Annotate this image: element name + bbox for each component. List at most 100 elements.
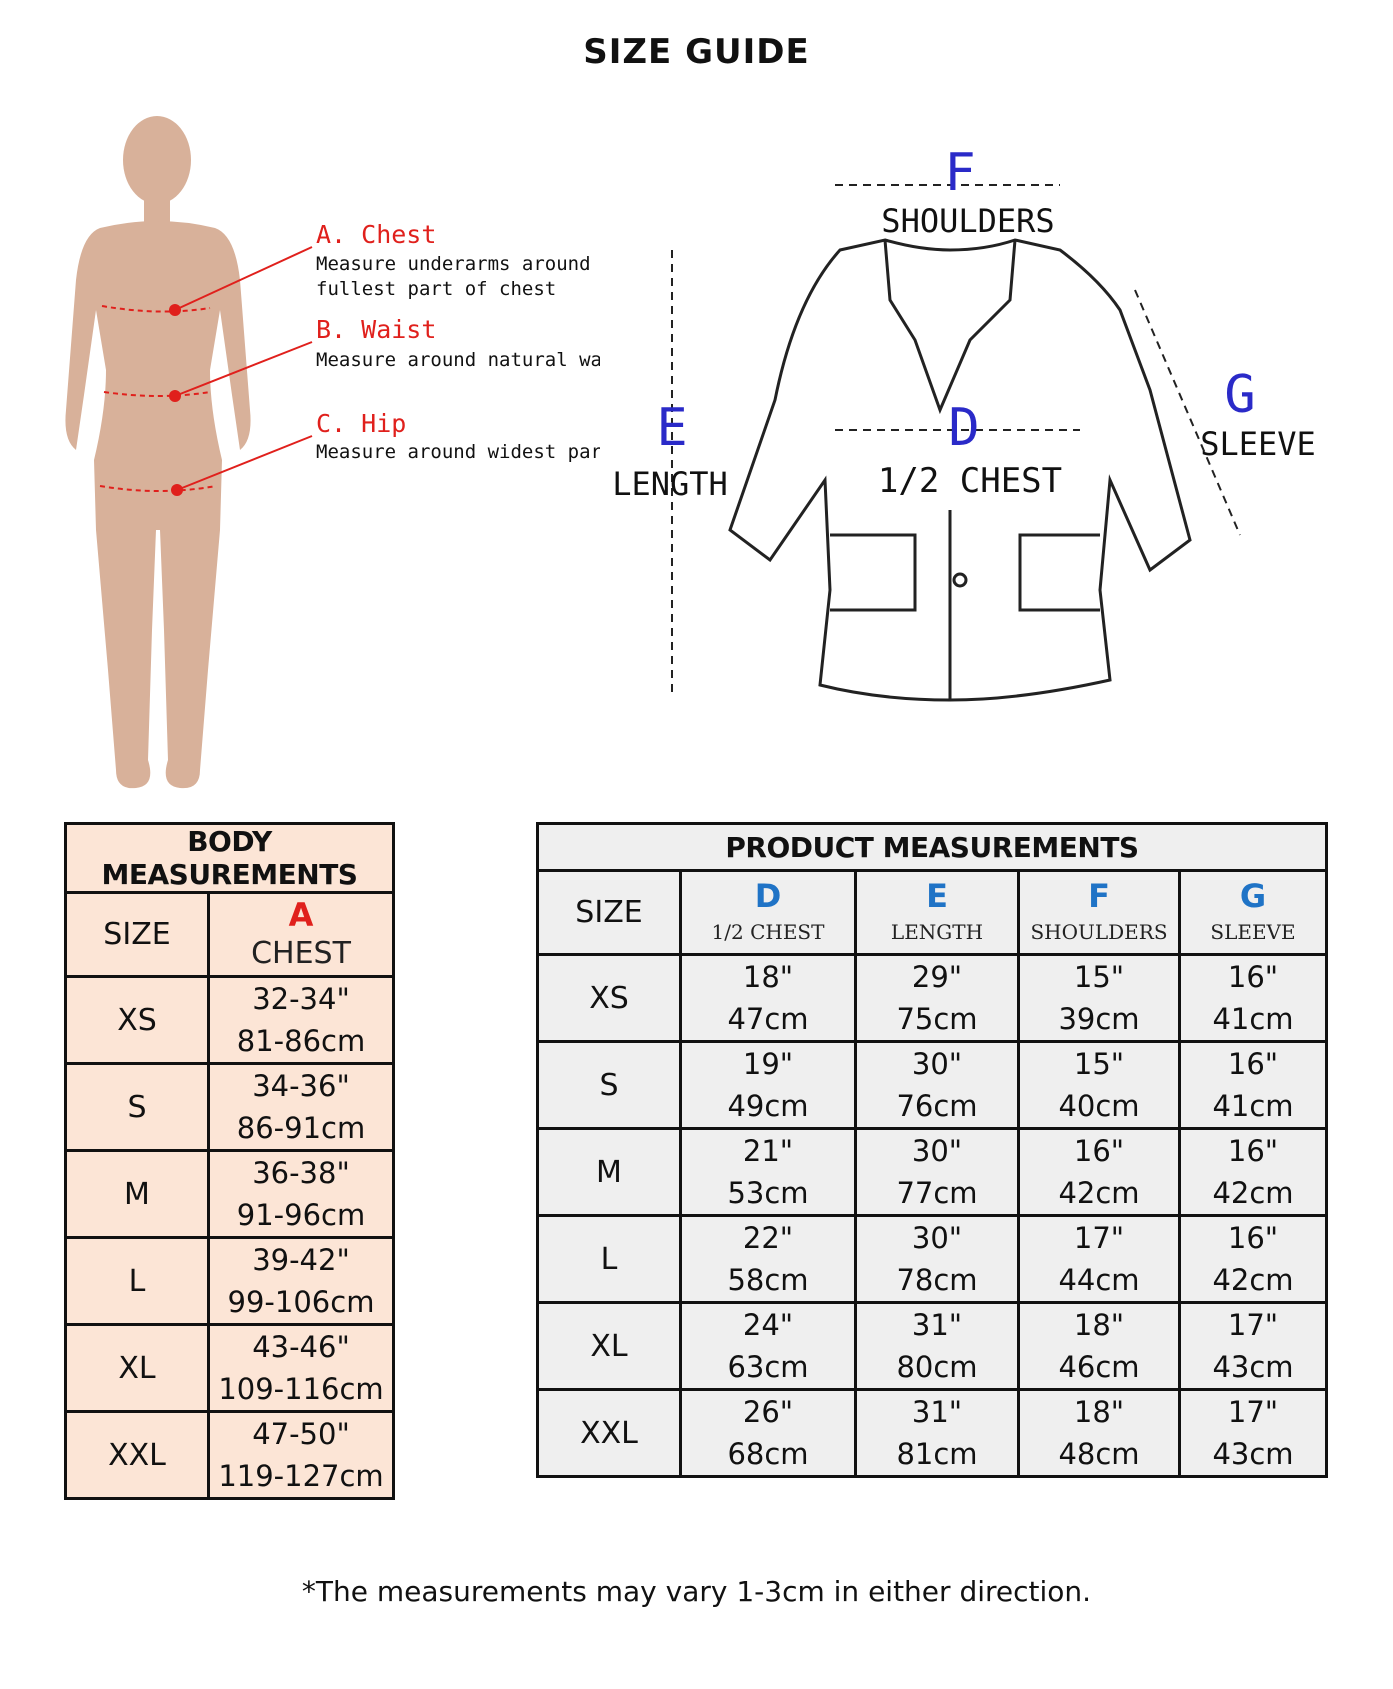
- shoulders-inch: 18": [1073, 1395, 1125, 1429]
- length-cm: 78cm: [896, 1263, 978, 1297]
- half-chest-inch: 19": [742, 1047, 794, 1081]
- shoulders-cm: 40cm: [1058, 1089, 1140, 1123]
- sleeve-cm: 42cm: [1212, 1176, 1294, 1210]
- sleeve-cm: 43cm: [1212, 1437, 1294, 1471]
- chest-cell: 47-50"119-127cm: [207, 1410, 395, 1500]
- half-chest-cell: 21"53cm: [679, 1127, 857, 1217]
- size-cell: XL: [64, 1323, 210, 1413]
- sleeve-cell: 16" 42cm: [1178, 1127, 1328, 1217]
- body-table-title: BODY MEASUREMENTS: [64, 822, 395, 894]
- waist-leader-line: [174, 341, 313, 397]
- length-cell: 31"81cm: [854, 1388, 1020, 1478]
- sleeve-cm: 43cm: [1212, 1350, 1294, 1384]
- length-cell: 31" 80cm: [854, 1301, 1020, 1391]
- col-letter-d: D: [754, 876, 782, 915]
- size-cell: M: [536, 1127, 682, 1217]
- length-inch: 30": [911, 1134, 963, 1168]
- shoulders-cell: 18"46cm: [1017, 1301, 1181, 1391]
- chest-inch: 36-38": [252, 1156, 350, 1190]
- waist-note-line1: Measure around natural waist: [316, 349, 600, 371]
- waist-heading: B. Waist: [316, 315, 436, 344]
- half-chest-cell: 22"58cm: [679, 1214, 857, 1304]
- size-cell: S: [64, 1062, 210, 1152]
- half-chest-inch: 21": [742, 1134, 794, 1168]
- chest-letter: A: [288, 895, 314, 934]
- hip-measure-line: [99, 485, 217, 492]
- half-chest-cm: 68cm: [727, 1437, 809, 1471]
- body-chest-header: A CHEST: [207, 891, 395, 978]
- product-table-title: PRODUCT MEASUREMENTS: [536, 822, 1328, 872]
- col-header-e: E LENGTH: [854, 869, 1020, 956]
- size-cell: XL: [536, 1301, 682, 1391]
- jacket-outline: [728, 238, 1192, 702]
- shoulders-cm: 42cm: [1058, 1176, 1140, 1210]
- col-label-length: LENGTH: [890, 919, 984, 944]
- hip-note-line1: Measure around widest part: [316, 441, 600, 463]
- sleeve-cell: 17" 43cm: [1178, 1388, 1328, 1478]
- size-cell: XXL: [536, 1388, 682, 1478]
- sleeve-arrow: [1134, 289, 1241, 536]
- sleeve-cm: 41cm: [1212, 1089, 1294, 1123]
- shoulders-label: SHOULDERS: [881, 202, 1054, 240]
- half-chest-cell: 18"47cm: [679, 953, 857, 1043]
- sleeve-cell: 16"41cm: [1178, 953, 1328, 1043]
- shoulders-cell: 15"39cm: [1017, 953, 1181, 1043]
- chest-leader-line: [174, 246, 313, 311]
- half-chest-label: 1/2 CHEST: [878, 461, 1062, 501]
- col-letter-e: E: [926, 876, 948, 915]
- chest-inch: 34-36": [252, 1069, 350, 1103]
- size-cell: S: [536, 1040, 682, 1130]
- size-cell: XS: [536, 953, 682, 1043]
- shoulders-cell: 16"42cm: [1017, 1127, 1181, 1217]
- jacket-diagram: F E D G SHOULDERS LENGTH 1/2 CHEST SLEEV…: [612, 143, 1316, 702]
- chest-cm: 99-106cm: [227, 1285, 375, 1319]
- col-letter-g: G: [1239, 876, 1267, 915]
- sleeve-inch: 17": [1227, 1395, 1279, 1429]
- body-size-header: SIZE: [64, 891, 210, 978]
- length-cell: 30"77cm: [854, 1127, 1020, 1217]
- chest-note-line2: fullest part of chest: [316, 278, 556, 300]
- shoulders-cm: 44cm: [1058, 1263, 1140, 1297]
- chest-inch: 47-50": [252, 1417, 350, 1451]
- chest-cm: 81-86cm: [236, 1024, 366, 1058]
- size-cell: XS: [64, 975, 210, 1065]
- col-label-shoulders: SHOULDERS: [1030, 919, 1168, 944]
- length-inch: 31": [911, 1308, 963, 1342]
- sleeve-cell: 17"43cm: [1178, 1301, 1328, 1391]
- sleeve-cell: 16" 41cm: [1178, 1040, 1328, 1130]
- length-cm: 76cm: [896, 1089, 978, 1123]
- footnote: *The measurements may vary 1-3cm in eith…: [301, 1575, 1092, 1608]
- half-chest-inch: 26": [742, 1395, 794, 1429]
- half-chest-cm: 63cm: [727, 1350, 809, 1384]
- half-chest-inch: 22": [742, 1221, 794, 1255]
- body-silhouette: [65, 116, 251, 789]
- half-chest-cell: 26" 68cm: [679, 1388, 857, 1478]
- hip-heading: C. Hip: [316, 409, 406, 438]
- length-cell: 30" 78cm: [854, 1214, 1020, 1304]
- g-letter: G: [1224, 365, 1255, 425]
- shoulders-cell: 15"40cm: [1017, 1040, 1181, 1130]
- length-cm: 75cm: [896, 1002, 978, 1036]
- col-header-g: G SLEEVE: [1178, 869, 1328, 956]
- sleeve-inch: 16": [1227, 1047, 1279, 1081]
- chest-inch: 43-46": [252, 1330, 350, 1364]
- size-cell: L: [64, 1236, 210, 1326]
- length-cm: 80cm: [896, 1350, 978, 1384]
- shoulders-cell: 18"48cm: [1017, 1388, 1181, 1478]
- sleeve-cm: 41cm: [1212, 1002, 1294, 1036]
- length-inch: 30": [911, 1221, 963, 1255]
- chest-measure-line: [101, 305, 211, 313]
- chest-cell: 34-36"86-91cm: [207, 1062, 395, 1152]
- chest-cell: 36-38" 91-96cm: [207, 1149, 395, 1239]
- sleeve-inch: 16": [1227, 1134, 1279, 1168]
- shoulders-cm: 39cm: [1058, 1002, 1140, 1036]
- length-cm: 81cm: [896, 1437, 978, 1471]
- chest-cm: 91-96cm: [236, 1198, 366, 1232]
- chest-cell: 43-46"109-116cm: [207, 1323, 395, 1413]
- shoulders-inch: 17": [1073, 1221, 1125, 1255]
